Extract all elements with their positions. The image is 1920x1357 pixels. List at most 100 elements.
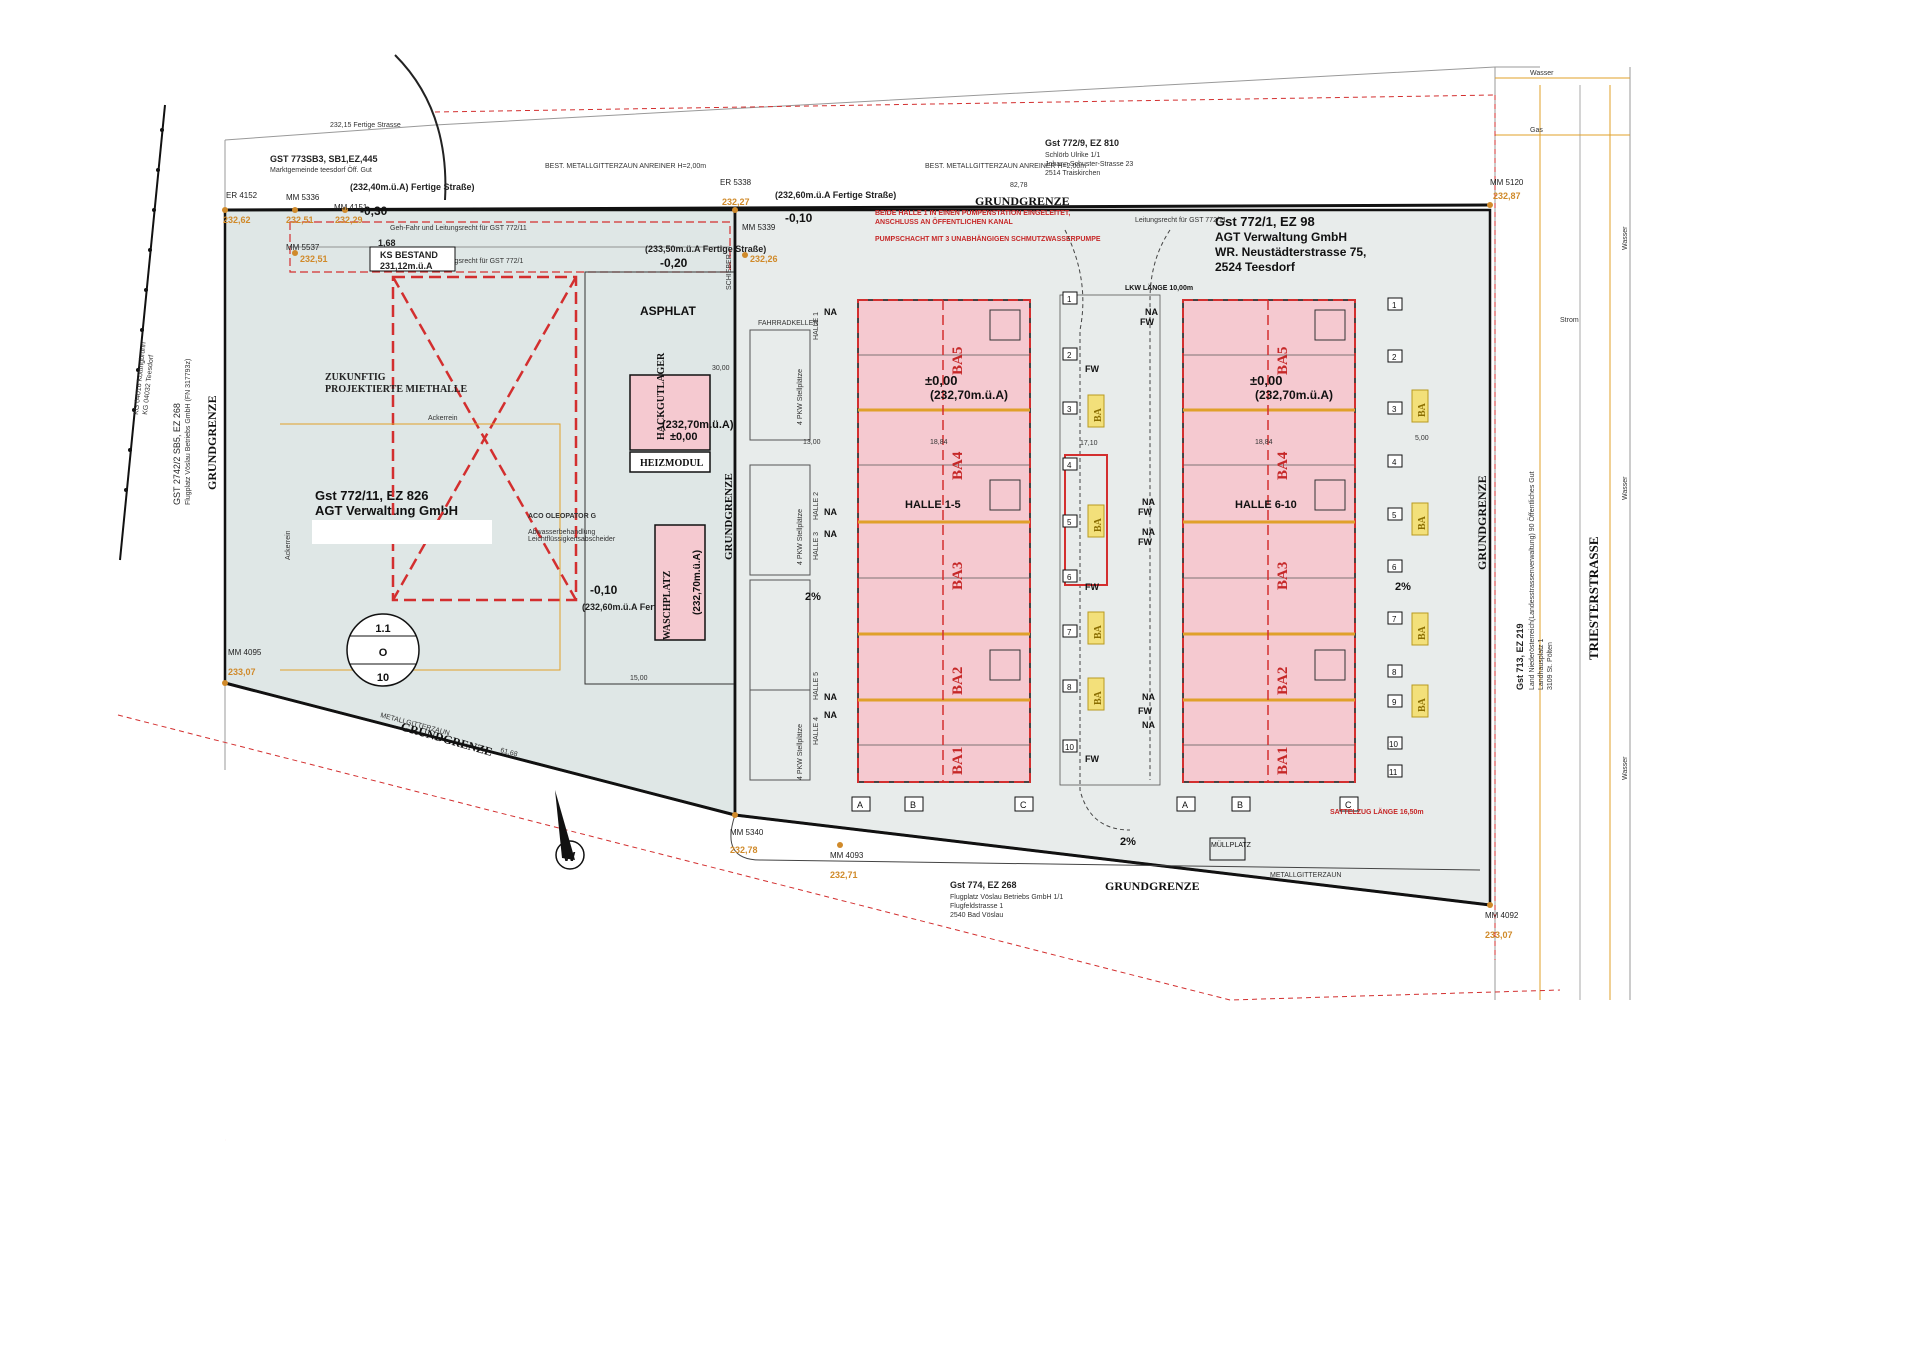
future-hall: ZUKUNFTIG PROJEKTIERTE MIETHALLE Ackerre… — [285, 275, 578, 602]
svg-text:Gst 713, EZ 219: Gst 713, EZ 219 — [1515, 623, 1525, 690]
aco-note: ACO OLEOPATOR G Abwasserbehandlung Leich… — [528, 513, 616, 543]
svg-text:BA: BA — [1417, 625, 1428, 640]
svg-text:BA: BA — [1417, 697, 1428, 712]
triesterstrasse-label: TRIESTERSTRASSE — [1586, 536, 1601, 660]
svg-text:BA: BA — [1093, 624, 1104, 639]
svg-text:HEIZMODUL: HEIZMODUL — [640, 458, 704, 469]
easement-e3: Leitungsrecht für GST 772/11 — [1135, 217, 1226, 224]
svg-text:Ackerrein: Ackerrein — [428, 415, 458, 422]
svg-text:(232,70m.ü.A): (232,70m.ü.A) — [662, 419, 734, 431]
svg-text:7: 7 — [1392, 615, 1397, 624]
svg-text:3: 3 — [1067, 405, 1072, 414]
grundgrenze-right: GRUNDGRENZE — [1475, 475, 1489, 570]
halle5-label: HALLE 5 — [813, 672, 820, 700]
svg-text:PUMPSCHACHT MIT 3 UNABHÄNGIGEN: PUMPSCHACHT MIT 3 UNABHÄNGIGEN SCHMUTZWA… — [875, 235, 1101, 243]
svg-text:MM 5537: MM 5537 — [286, 243, 320, 252]
svg-text:ER 5338: ER 5338 — [720, 178, 752, 187]
svg-text:Gst 772/9, EZ 810: Gst 772/9, EZ 810 — [1045, 138, 1119, 148]
svg-text:10: 10 — [1389, 740, 1398, 749]
plot-area-west — [223, 208, 737, 817]
svg-text:8: 8 — [1067, 683, 1072, 692]
svg-text:BA3: BA3 — [1275, 562, 1291, 590]
svg-text:NA: NA — [1142, 720, 1155, 730]
svg-text:NA: NA — [1145, 307, 1158, 317]
svg-text:FW: FW — [1085, 754, 1099, 764]
svg-text:Marktgemeinde teesdorf Öff. Gu: Marktgemeinde teesdorf Öff. Gut — [270, 166, 372, 174]
svg-text:C: C — [1345, 800, 1352, 810]
svg-text:Geh-Fahr und Leitungsrecht für: Geh-Fahr und Leitungsrecht für GST 772/1… — [390, 225, 527, 232]
svg-text:(232,60m.ü.A Fertige Straße): (232,60m.ü.A Fertige Straße) — [582, 602, 703, 612]
axis-markers: A B C A B C — [851, 796, 1359, 812]
svg-text:Wasser: Wasser — [1622, 476, 1629, 500]
svg-text:SATTELZUG LÄNGE 16,50m: SATTELZUG LÄNGE 16,50m — [1330, 808, 1424, 816]
svg-text:METALLGITTERZAUN: METALLGITTERZAUN — [1270, 872, 1341, 879]
svg-text:233,07: 233,07 — [228, 667, 256, 677]
svg-text:7: 7 — [1067, 628, 1072, 637]
svg-text:BA5: BA5 — [950, 347, 966, 375]
svg-text:NA: NA — [824, 529, 837, 539]
svg-text:BA1: BA1 — [1275, 747, 1291, 775]
svg-text:3: 3 — [1392, 405, 1397, 414]
svg-text:Wasser: Wasser — [1622, 226, 1629, 250]
svg-text:5: 5 — [1392, 511, 1397, 520]
svg-text:GST 773SB3, SB1,EZ,445: GST 773SB3, SB1,EZ,445 — [270, 154, 378, 164]
svg-text:NA: NA — [1142, 497, 1155, 507]
svg-text:NA: NA — [824, 307, 837, 317]
svg-text:BA: BA — [1417, 515, 1428, 530]
svg-text:BA5: BA5 — [1275, 347, 1291, 375]
svg-text:MM 4093: MM 4093 — [830, 851, 864, 860]
svg-text:232,26: 232,26 — [750, 254, 778, 264]
svg-text:NA: NA — [1142, 692, 1155, 702]
svg-text:8: 8 — [1392, 668, 1397, 677]
svg-text:B: B — [1237, 800, 1243, 810]
svg-text:9: 9 — [1392, 698, 1397, 707]
svg-text:(232,70m.ü.A): (232,70m.ü.A) — [692, 550, 703, 615]
svg-text:NA: NA — [824, 692, 837, 702]
svg-text:FW: FW — [1138, 706, 1152, 716]
svg-text:Flugfeldstrasse 1: Flugfeldstrasse 1 — [950, 903, 1003, 910]
svg-text:ER 4152: ER 4152 — [226, 191, 258, 200]
pkw-3: 4 PKW Stellplätze — [797, 724, 804, 780]
svg-text:NA: NA — [824, 507, 837, 517]
red-dashed-lines — [117, 94, 1561, 1001]
svg-text:2: 2 — [1392, 353, 1397, 362]
svg-text:ASPHLAT: ASPHLAT — [640, 304, 696, 318]
plot-area-east — [733, 208, 1492, 907]
halle-1-5: BA5 BA4 BA3 BA2 BA1 ±0,00 (232,70m.ü.A) … — [857, 299, 1031, 783]
svg-text:FW: FW — [1138, 537, 1152, 547]
svg-text:18,84: 18,84 — [1255, 439, 1273, 446]
svg-text:233,07: 233,07 — [1485, 930, 1513, 940]
svg-text:ANSCHLUSS AN ÖFFENTLICHEN KANA: ANSCHLUSS AN ÖFFENTLICHEN KANAL — [875, 217, 1014, 226]
svg-text:232,78: 232,78 — [730, 845, 758, 855]
svg-text:61,68: 61,68 — [499, 747, 518, 758]
svg-text:HACKGUTLAGER: HACKGUTLAGER — [656, 352, 667, 440]
svg-text:BA4: BA4 — [950, 451, 966, 480]
parcel-gst-774: Gst 774, EZ 268 Flugplatz Vöslau Betrieb… — [950, 880, 1063, 919]
svg-text:1: 1 — [1392, 301, 1397, 310]
halle3-label: HALLE 3 — [813, 532, 820, 560]
svg-text:BA3: BA3 — [950, 562, 966, 590]
easement-strip: Geh-Fahr und Leitungsrecht für GST 772/1… — [289, 221, 731, 273]
svg-text:MM 5340: MM 5340 — [730, 828, 764, 837]
gst-2742-title: GST 2742/2 SB5, EZ 268 — [172, 403, 182, 505]
svg-text:2514 Traiskirchen: 2514 Traiskirchen — [1045, 170, 1100, 177]
svg-text:BA: BA — [1093, 690, 1104, 705]
parking-left — [749, 329, 811, 781]
ks-bestand: 1,68 KS BESTAND 231,12m.ü.A — [369, 238, 456, 272]
svg-text:18,84: 18,84 — [930, 439, 948, 446]
svg-text:Ackerrein: Ackerrein — [285, 530, 292, 560]
svg-text:AGT Verwaltung GmbH: AGT Verwaltung GmbH — [1215, 230, 1347, 244]
svg-text:BA1: BA1 — [950, 747, 966, 775]
svg-text:Geh-Fahr und Leitungsrecht für: Geh-Fahr und Leitungsrecht für GST 772/1 — [390, 258, 523, 265]
svg-text:MM 5336: MM 5336 — [286, 193, 320, 202]
svg-text:MM 4092: MM 4092 — [1485, 911, 1519, 920]
svg-text:O: O — [379, 647, 388, 659]
svg-text:1,68: 1,68 — [378, 238, 396, 248]
svg-text:4: 4 — [1067, 461, 1072, 470]
svg-text:5: 5 — [1067, 518, 1072, 527]
